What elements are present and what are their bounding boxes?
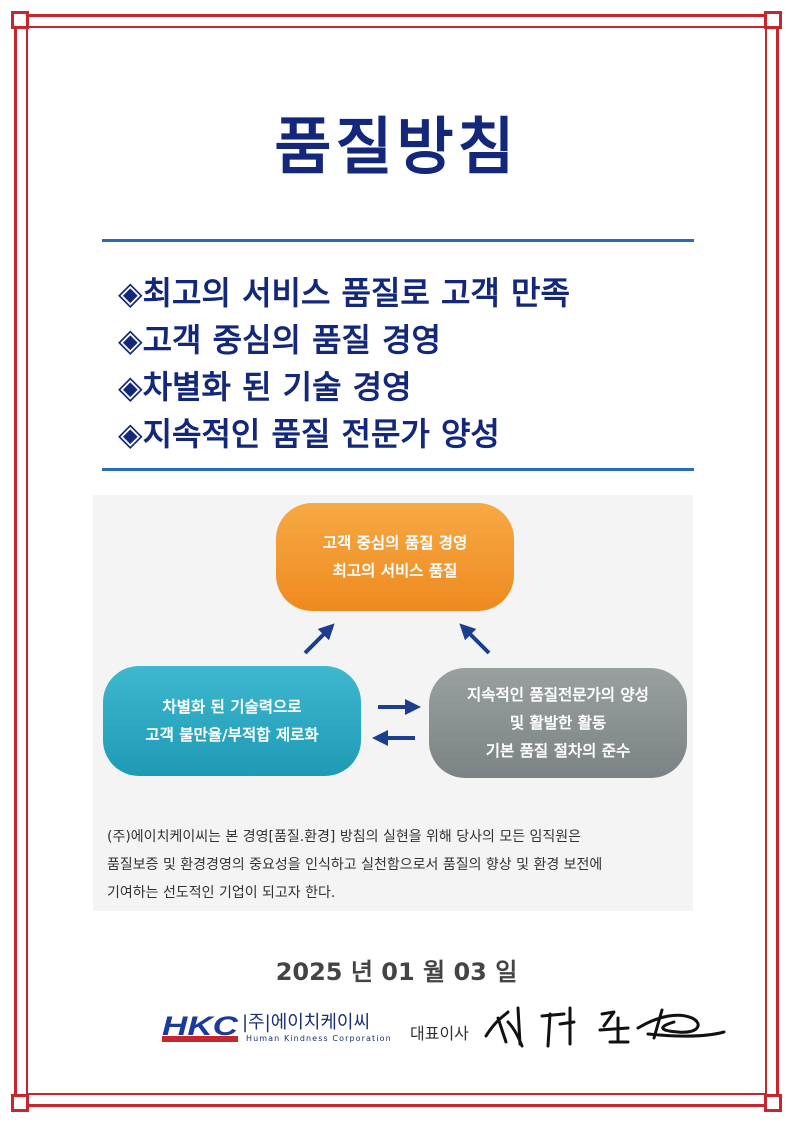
policy-item: ◈고객 중심의 품질 경영: [118, 321, 441, 359]
policy-statement: (주)에이치케이씨는 본 경영[품질.환경] 방침의 실현을 위해 당사의 모든…: [93, 815, 693, 911]
logo-text: HKC: [162, 1012, 239, 1041]
ceo-title: 대표이사: [410, 1024, 469, 1043]
customer-quality-box: 고객 중심의 품질 경영 최고의 서비스 품질: [276, 503, 514, 611]
company-name: |주|에이치케이씨: [242, 1012, 371, 1033]
box-line: 기본 품질 절차의 준수: [485, 742, 631, 760]
bottom-divider: [102, 468, 694, 471]
issue-date: 2025 년 01 월 03 일: [275, 958, 518, 986]
box-line: 고객 중심의 품질 경영: [322, 534, 468, 552]
policy-item: ◈지속적인 품질 전문가 양성: [118, 415, 500, 453]
box-line: 최고의 서비스 품질: [332, 562, 458, 580]
flow-arrows: [303, 623, 491, 746]
box-line: 및 활발한 활동: [509, 714, 607, 732]
inner-border: [26, 26, 767, 1095]
outer-border: [14, 14, 779, 1107]
top-divider: [102, 239, 694, 242]
policy-item: ◈차별화 된 기술 경영: [118, 368, 412, 406]
corner-ornament-top-left: [11, 11, 29, 29]
corner-ornament-bottom-right: [764, 1094, 782, 1112]
box-line: 고객 불만율/부적합 제로화: [145, 726, 319, 744]
statement-line: 기여하는 선도적인 기업이 되고자 한다.: [107, 885, 336, 901]
arrow-up-right: [303, 623, 335, 655]
statement-line: 품질보증 및 환경경영의 중요성을 인식하고 실천함으로서 품질의 향상 및 환…: [107, 857, 603, 873]
corner-ornament-top-right: [764, 11, 782, 29]
expert-training-box: 지속적인 품질전문가의 양성 및 활발한 활동 기본 품질 절차의 준수: [429, 668, 687, 778]
technology-box: 차별화 된 기술력으로 고객 불만율/부적합 제로화: [103, 666, 361, 776]
box-line: 차별화 된 기술력으로: [162, 698, 302, 716]
policy-item: ◈최고의 서비스 품질로 고객 만족: [118, 274, 570, 312]
box-line: 지속적인 품질전문가의 양성: [467, 686, 649, 704]
page-title: 품질방침: [274, 110, 519, 183]
company-logo: HKC: [162, 1012, 239, 1042]
policy-diagram: 고객 중심의 품질 경영 최고의 서비스 품질 차별화 된 기술력으로 고객 불…: [93, 495, 693, 815]
statement-line: (주)에이치케이씨는 본 경영[품질.환경] 방침의 실현을 위해 당사의 모든…: [107, 829, 582, 845]
policy-list: ◈최고의 서비스 품질로 고객 만족 ◈고객 중심의 품질 경영 ◈차별화 된 …: [118, 270, 570, 458]
ceo-signature: [484, 1006, 726, 1048]
arrow-up-left: [459, 623, 491, 655]
corner-ornament-bottom-left: [11, 1094, 29, 1112]
company-english-name: Human Kindness Corporation: [246, 1034, 392, 1043]
